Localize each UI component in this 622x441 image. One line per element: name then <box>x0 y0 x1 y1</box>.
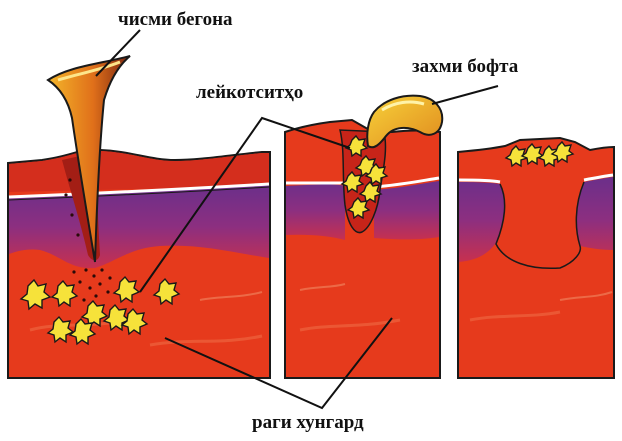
label-leukocytes: лейкотситҳо <box>196 83 303 102</box>
leader-wound-tissue <box>432 86 498 104</box>
panel-inflammation <box>285 96 442 378</box>
label-blood-vessel: раги хунгард <box>252 413 364 432</box>
label-foreign-body: чисми бегона <box>118 10 233 29</box>
label-wound-tissue: захми бофта <box>412 57 518 76</box>
panel-healing <box>458 138 614 378</box>
tissue-body <box>458 138 614 378</box>
